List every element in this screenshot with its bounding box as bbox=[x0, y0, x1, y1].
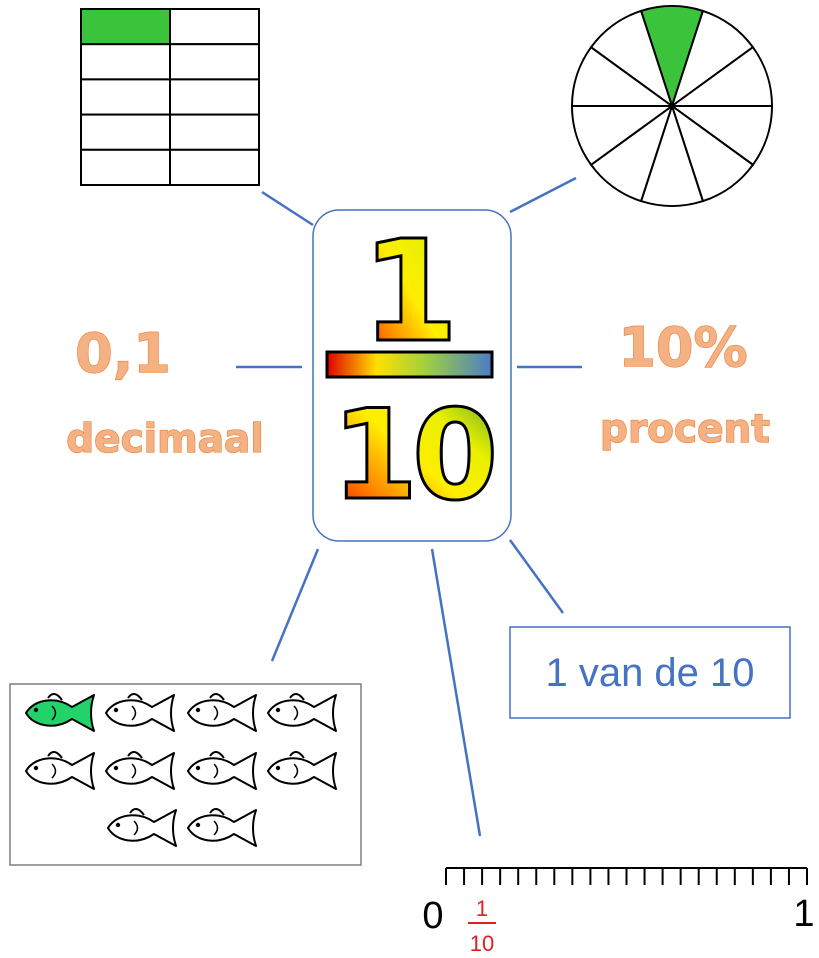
words-box: 1 van de 10 bbox=[509, 626, 791, 719]
fraction-numerator: 1 bbox=[361, 211, 458, 374]
grid-cell bbox=[169, 8, 260, 46]
mark-numerator: 1 bbox=[476, 896, 488, 921]
pie-slice bbox=[589, 9, 674, 109]
grid-cell bbox=[169, 148, 260, 187]
connector-words bbox=[508, 539, 565, 614]
pie-model bbox=[570, 4, 774, 208]
number-line-start-label: 0 bbox=[422, 895, 443, 937]
fraction-denominator: 10 bbox=[332, 384, 493, 528]
grid-cell bbox=[169, 113, 260, 151]
connector-number-line bbox=[430, 548, 482, 837]
words-text: 1 van de 10 bbox=[545, 651, 754, 695]
grid-cell bbox=[80, 148, 171, 187]
percent-label: procent bbox=[600, 407, 770, 452]
percent-value: 10% bbox=[618, 316, 747, 379]
grid-cell-shaded bbox=[80, 8, 171, 46]
connector-grid bbox=[261, 190, 314, 227]
connector-lines bbox=[236, 176, 582, 837]
decimal-label: decimaal bbox=[66, 417, 264, 462]
connector-fish bbox=[270, 548, 320, 662]
fraction-bar bbox=[325, 350, 494, 379]
grid-cell bbox=[80, 43, 171, 81]
fish-model bbox=[9, 683, 362, 866]
grid-model bbox=[80, 8, 260, 187]
grid-cell bbox=[80, 78, 171, 116]
connector-pie bbox=[509, 176, 577, 214]
number-line: 0 1 1 10 bbox=[422, 867, 815, 956]
grid-cell bbox=[169, 78, 260, 116]
number-line-mark: 1 10 bbox=[468, 896, 496, 956]
fraction-box: 1 10 bbox=[312, 209, 512, 542]
decimal-value: 0,1 bbox=[75, 322, 171, 385]
number-line-end-label: 1 bbox=[793, 893, 814, 935]
grid-cell bbox=[169, 43, 260, 81]
grid-cell bbox=[80, 113, 171, 151]
mark-denominator: 10 bbox=[470, 931, 494, 956]
